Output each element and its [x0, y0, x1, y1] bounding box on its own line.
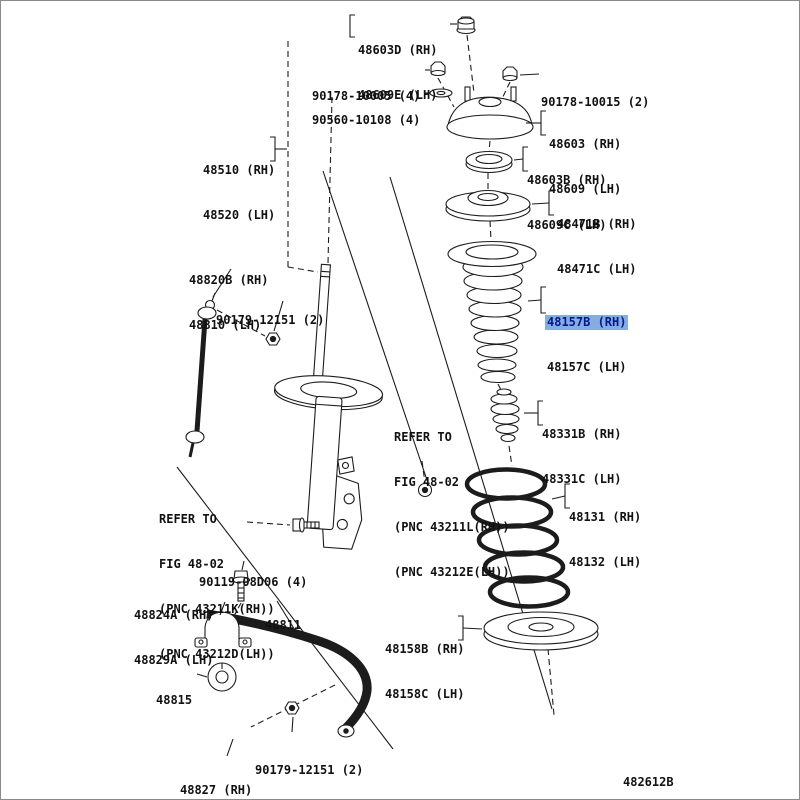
part-label-90560-10108: 90560-10108 (4): [312, 113, 421, 127]
part-label-48820b: 48820B (RH) 48810 (LH): [189, 273, 269, 332]
link-nut-shape: [265, 332, 281, 346]
grommet-shape: [417, 482, 433, 498]
flange-bolt-shape: [292, 517, 320, 533]
highlighted-part-number: 48157B (RH): [545, 315, 629, 330]
support-nut-shape: [502, 66, 518, 82]
bracket-bolt-shape: [231, 570, 251, 602]
part-label-90179-12151-lower: 90179-12151 (2): [255, 763, 364, 777]
part-label-48815: 48815: [156, 693, 193, 707]
bar-nut-shape: [284, 701, 300, 715]
dust-cover-shape: [447, 240, 537, 384]
mount-nut-shape: [430, 61, 446, 77]
part-label-48603d: 48603D (RH) 48609E (LH): [358, 43, 438, 102]
leader-lines: [196, 23, 566, 757]
refer-note-left: REFER TO FIG 48-02 (PNC 43211K(RH)) (PNC…: [159, 512, 275, 661]
part-label-90179-12151-upper: 90179-12151 (2): [216, 313, 325, 327]
part-label-48157b-highlighted: 48157B (RH) 48157C (LH): [545, 315, 629, 374]
upper-spring-seat-shape: [445, 189, 531, 222]
part-label-48603: 48603 (RH) 48609 (LH): [549, 137, 622, 196]
bump-stopper-shape: [490, 388, 520, 443]
label-brackets: [270, 14, 570, 641]
shock-absorber-shape: [273, 263, 384, 550]
part-label-48131: 48131 (RH) 48132 (LH): [569, 510, 642, 569]
part-label-48331b: 48331B (RH) 48331C (LH): [542, 427, 622, 486]
part-label-48471b: 48471B (RH) 48471C (LH): [557, 217, 637, 276]
assembly-axes: [216, 34, 555, 728]
stabilizer-link-shape: [185, 292, 217, 458]
part-label-90119-08d06: 90119-08D06 (4): [199, 575, 308, 589]
stabilizer-bracket-shape: [194, 611, 252, 648]
diagram-code: 482612B: [623, 775, 674, 789]
stabilizer-bar-shape: [206, 609, 372, 738]
refer-note-mid: REFER TO FIG 48-02 (PNC 43211L(RH)) (PNC…: [394, 430, 510, 579]
part-label-48510: 48510 (RH) 48520 (LH): [203, 163, 276, 222]
top-mount-nut-shape: [456, 16, 476, 35]
part-label-48603b: 48603B (RH) 48609C (LH): [527, 173, 607, 232]
bearing-shape: [465, 150, 513, 174]
stabilizer-bushing-shape: [207, 662, 237, 692]
part-label-48824a: 48824A (RH) 48829A (LH): [134, 608, 214, 667]
coil-spring-shape: [464, 467, 571, 609]
support-shape: [446, 86, 534, 140]
part-label-48158b: 48158B (RH) 48158C (LH): [385, 642, 465, 701]
part-label-48811: 48811: [265, 618, 302, 632]
lower-spring-seat-shape: [483, 611, 599, 651]
part-label-90178-10005: 90178-10005 (4): [312, 89, 421, 103]
part-label-90178-10015: 90178-10015 (2): [541, 95, 650, 109]
part-label-48827: 48827 (RH) 48828 (LH): [180, 783, 253, 797]
